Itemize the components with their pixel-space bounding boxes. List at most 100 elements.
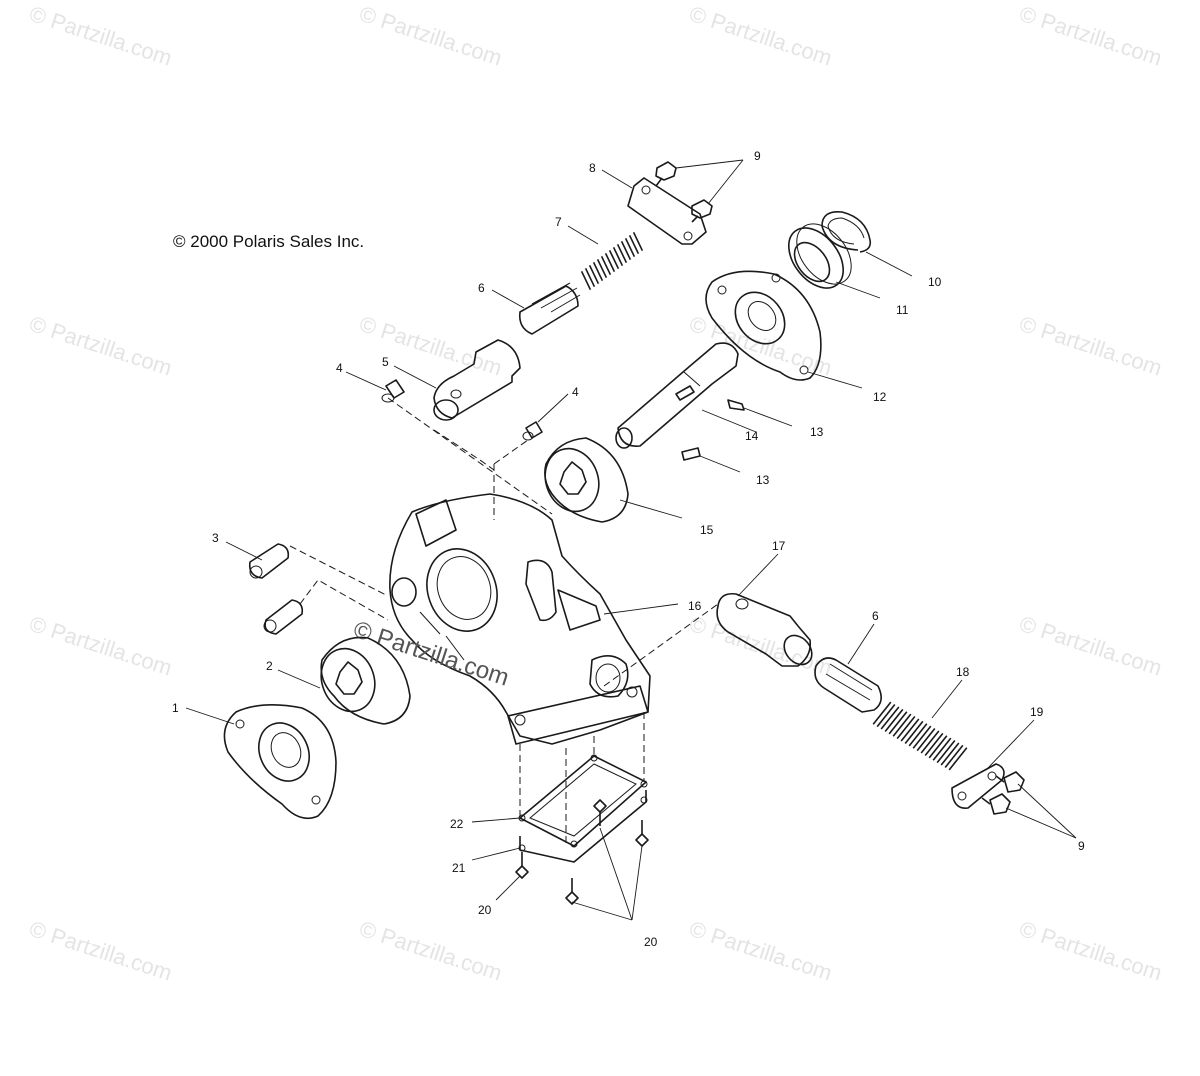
spring-coil [584,267,596,288]
watermark-text: © Partzilla.com [686,916,835,986]
part-10-snap-ring [821,210,872,253]
part-3-pin-upper [248,543,290,579]
callout-4-left: 4 [336,361,343,375]
part-9-bolt-bottom [981,771,1025,815]
callout-19: 19 [1030,705,1044,719]
part-13-pin-upper [675,385,745,411]
callout-20-left: 20 [478,903,492,917]
part-22-gasket [518,754,648,848]
spring-coil [592,261,604,282]
part-6-piston-upper [518,282,581,335]
watermark-text: © Partzilla.com [26,311,175,381]
callout-10: 10 [928,275,942,289]
callout-1: 1 [172,701,179,715]
leader-lines [185,159,1077,921]
spring-coil [596,258,608,279]
part-20-screws [515,799,649,905]
spring-coil [912,725,932,749]
part-18-spring [872,701,968,771]
spring-coil [920,730,940,754]
callout-18: 18 [956,665,970,679]
spring-coil [924,732,944,756]
callout-20-right: 20 [644,935,658,949]
part-7-spring [580,231,644,291]
spring-coil [944,744,964,768]
spring-coil [608,249,620,270]
watermark-text: © Partzilla.com [26,1,175,71]
part-4-pin-left [381,379,405,403]
part-13-pin-lower [681,447,701,461]
callout-2: 2 [266,659,273,673]
spring-coil [612,246,624,267]
spring-coil [932,737,952,761]
callout-14: 14 [745,429,759,443]
callout-5: 5 [382,355,389,369]
part-11-bearing [788,223,852,289]
spring-coil [876,704,896,728]
part-21-plate [518,790,648,863]
watermark-text: © Partzilla.com [26,611,175,681]
callout-11: 11 [896,303,909,317]
watermark-text: © Partzilla.com [1016,1,1165,71]
part-14-shaft [615,342,739,449]
part-3-pin-lower [263,599,304,635]
watermark-text: © Partzilla.com [356,1,505,71]
spring-coil [900,718,920,742]
spring-coil [604,252,616,273]
spring-coil [936,740,956,764]
spring-coil [616,243,628,264]
watermark-text: © Partzilla.com [686,311,835,381]
callout-12: 12 [873,390,887,404]
callout-21: 21 [452,861,466,875]
watermark-text: © Partzilla.com [686,1,835,71]
watermark-grid: © Partzilla.com © Partzilla.com © Partzi… [26,1,1165,986]
spring-coil [588,264,600,285]
spring-coil [904,720,924,744]
spring-coil [908,723,928,747]
part-15-rotor [544,437,629,523]
watermark-text: © Partzilla.com [1016,311,1165,381]
spring-coil [884,708,904,732]
watermark-text: © Partzilla.com [686,611,835,681]
callout-6-lower: 6 [872,609,879,623]
callout-13-upper: 13 [810,425,824,439]
callout-labels: 9 8 7 6 5 4 4 10 11 12 13 14 13 15 3 17 … [172,149,1085,949]
spring-coil [928,735,948,759]
spring-coil [940,742,960,766]
callout-9-bottom: 9 [1078,839,1085,853]
spring-coil [624,237,636,258]
spring-coil [632,231,644,252]
spring-coil [600,255,612,276]
spring-coil [880,706,900,730]
spring-coil [896,716,916,740]
watermark-text: © Partzilla.com [26,916,175,986]
spring-coil [628,234,640,255]
assembly-guide-lines [289,397,719,846]
callout-4-right: 4 [572,385,579,399]
part-16-pump-body [389,493,651,745]
callout-3: 3 [212,531,219,545]
spring-coil [620,240,632,261]
part-17-sleeve [716,592,813,667]
callout-16: 16 [688,599,702,613]
part-1-end-housing [223,704,337,820]
callout-9-top: 9 [754,149,761,163]
watermark-text: © Partzilla.com [356,311,505,381]
watermark-text: © Partzilla.com [1016,611,1165,681]
callout-22: 22 [450,817,464,831]
spring-coil [888,711,908,735]
part-19-plate [951,763,1005,809]
watermark-text: © Partzilla.com [1016,916,1165,986]
spring-coil [872,701,892,725]
part-4-pin-right [522,421,543,441]
callout-17: 17 [772,539,786,553]
spring-coil [948,747,968,771]
spring-coil [580,270,592,291]
part-8-plate [627,177,707,245]
part-6-piston-lower [814,657,882,713]
callout-6-upper: 6 [478,281,485,295]
part-12-housing-cover [705,270,822,381]
part-9-bolt-top [655,161,713,223]
copyright-text: © 2000 Polaris Sales Inc. [173,232,364,251]
